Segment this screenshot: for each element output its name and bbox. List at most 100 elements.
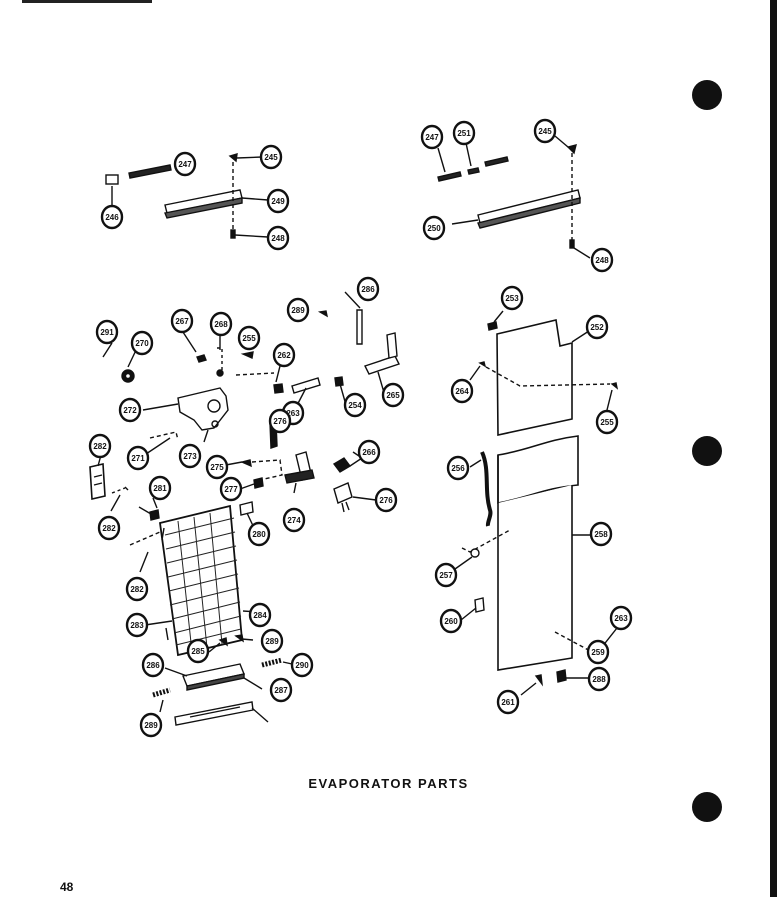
callout-number: 261 bbox=[501, 698, 515, 707]
callout-balloon bbox=[125, 576, 149, 602]
callout-number: 274 bbox=[287, 516, 301, 525]
callout-number: 288 bbox=[592, 675, 606, 684]
callout-number: 262 bbox=[277, 351, 291, 360]
callout-balloon bbox=[586, 639, 610, 665]
callout-256: 256 bbox=[446, 455, 470, 481]
callout-289: 289 bbox=[286, 297, 310, 323]
callout-balloon bbox=[219, 476, 243, 502]
callout-249a: 249 bbox=[266, 188, 290, 214]
callout-balloon bbox=[141, 652, 165, 678]
callout-number: 245 bbox=[538, 127, 552, 136]
callout-281: 281 bbox=[148, 475, 172, 501]
callout-balloon bbox=[178, 443, 202, 469]
page-number: 48 bbox=[60, 880, 74, 894]
callout-number: 248 bbox=[595, 256, 609, 265]
callout-289c: 289 bbox=[139, 712, 163, 738]
callout-number: 250 bbox=[427, 224, 441, 233]
callout-balloon bbox=[585, 314, 609, 340]
callout-balloon bbox=[434, 562, 458, 588]
callout-balloon bbox=[496, 689, 520, 715]
callout-number: 283 bbox=[130, 621, 144, 630]
callout-balloon bbox=[282, 507, 306, 533]
callout-number: 248 bbox=[271, 234, 285, 243]
callout-number: 276 bbox=[379, 496, 393, 505]
callout-285: 285 bbox=[186, 638, 210, 664]
callout-number: 253 bbox=[505, 294, 519, 303]
punch-hole-bottom bbox=[692, 792, 722, 822]
callout-258: 258 bbox=[589, 521, 613, 547]
callout-balloon bbox=[268, 408, 292, 434]
callout-balloon bbox=[97, 515, 121, 541]
callout-balloon bbox=[446, 455, 470, 481]
callout-number: 258 bbox=[594, 530, 608, 539]
callout-260: 260 bbox=[439, 608, 463, 634]
callout-balloon bbox=[272, 342, 296, 368]
callout-balloon bbox=[609, 605, 633, 631]
callout-number: 272 bbox=[123, 406, 137, 415]
callout-balloon bbox=[590, 247, 614, 273]
callout-balloon bbox=[247, 521, 271, 547]
callout-number: 281 bbox=[153, 484, 167, 493]
callout-number: 287 bbox=[274, 686, 288, 695]
page-title: EVAPORATOR PARTS bbox=[308, 776, 469, 791]
callout-number: 289 bbox=[265, 637, 279, 646]
callout-288: 288 bbox=[587, 666, 611, 692]
callout-248b: 248 bbox=[590, 247, 614, 273]
callout-number: 246 bbox=[105, 213, 119, 222]
callout-balloon bbox=[259, 144, 283, 170]
callout-282c: 282 bbox=[125, 576, 149, 602]
callout-257: 257 bbox=[434, 562, 458, 588]
callout-number: 266 bbox=[362, 448, 376, 457]
callout-number: 289 bbox=[291, 306, 305, 315]
drain-tray-group bbox=[89, 454, 293, 726]
callout-272: 272 bbox=[118, 397, 142, 423]
callout-287: 287 bbox=[269, 677, 293, 703]
callout-290: 290 bbox=[290, 652, 314, 678]
callout-balloon bbox=[148, 475, 172, 501]
scan-mark bbox=[22, 0, 152, 3]
callout-balloon bbox=[139, 712, 163, 738]
callout-balloon bbox=[173, 151, 197, 177]
callout-number: 247 bbox=[425, 133, 439, 142]
callout-262: 262 bbox=[272, 342, 296, 368]
callout-number: 252 bbox=[590, 323, 604, 332]
callout-number: 282 bbox=[130, 585, 144, 594]
callout-balloon bbox=[286, 297, 310, 323]
callout-balloon bbox=[269, 677, 293, 703]
callout-balloon bbox=[422, 215, 446, 241]
right-panel-group bbox=[454, 310, 619, 696]
callout-number: 276 bbox=[273, 417, 287, 426]
callout-balloon bbox=[205, 454, 229, 480]
callout-number: 264 bbox=[455, 387, 469, 396]
callout-balloon bbox=[126, 445, 150, 471]
callout-255a: 255 bbox=[237, 325, 261, 351]
callout-number: 275 bbox=[210, 463, 224, 472]
callout-number: 286 bbox=[361, 285, 375, 294]
callout-number: 255 bbox=[242, 334, 256, 343]
callout-balloon bbox=[500, 285, 524, 311]
callout-balloon bbox=[248, 602, 272, 628]
callout-balloon bbox=[266, 188, 290, 214]
callout-number: 267 bbox=[175, 317, 189, 326]
callout-number: 268 bbox=[214, 320, 228, 329]
callout-263b: 263 bbox=[609, 605, 633, 631]
callout-number: 245 bbox=[264, 153, 278, 162]
callout-number: 271 bbox=[131, 454, 145, 463]
callout-282b: 282 bbox=[97, 515, 121, 541]
binder-edge bbox=[770, 0, 777, 897]
callout-number: 282 bbox=[93, 442, 107, 451]
callout-275: 275 bbox=[205, 454, 229, 480]
callout-248a: 248 bbox=[266, 225, 290, 251]
callout-number: 256 bbox=[451, 464, 465, 473]
callout-271: 271 bbox=[126, 445, 150, 471]
callout-number: 254 bbox=[348, 401, 362, 410]
callout-267: 267 bbox=[170, 308, 194, 334]
callout-balloon bbox=[100, 204, 124, 230]
callout-251: 251 bbox=[452, 120, 476, 146]
callout-number: 291 bbox=[100, 328, 114, 337]
callout-283: 283 bbox=[125, 612, 149, 638]
callout-balloon bbox=[266, 225, 290, 251]
rail-249a-edge bbox=[164, 197, 243, 219]
callout-number: 270 bbox=[135, 339, 149, 348]
